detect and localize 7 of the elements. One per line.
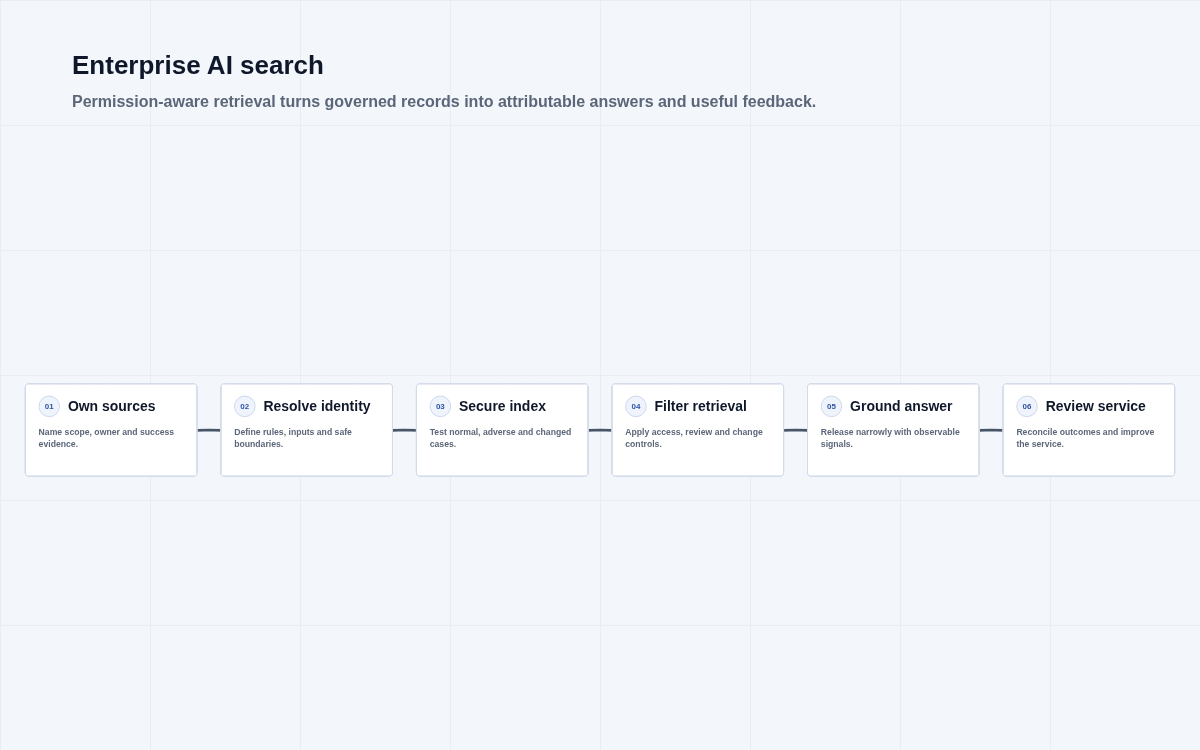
connector <box>588 428 613 432</box>
diagram-caption: Permission-aware retrieval turns governed records into attributable answers and useful feedback. <box>72 93 817 111</box>
connector <box>979 428 1004 432</box>
diagram-title: Enterprise AI search <box>72 50 324 81</box>
connector <box>197 428 222 432</box>
connector <box>783 428 808 432</box>
connector <box>392 428 417 432</box>
